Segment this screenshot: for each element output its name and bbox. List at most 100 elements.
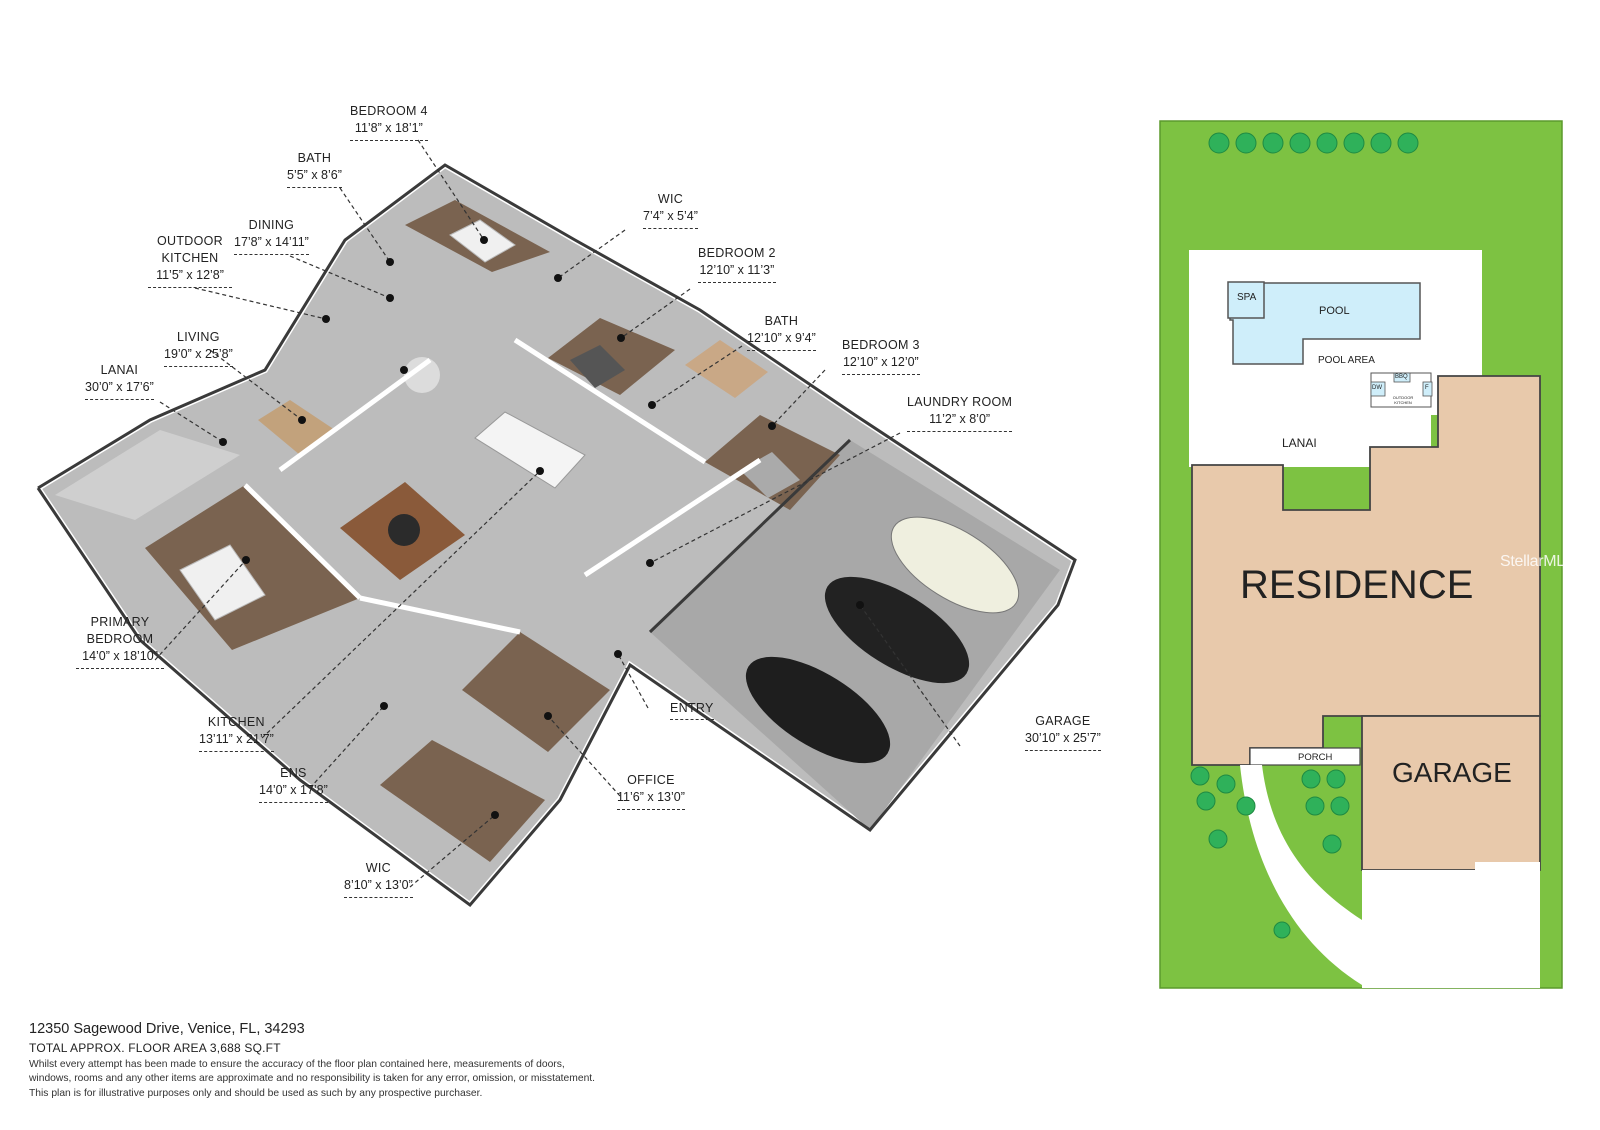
room-name: LAUNDRY ROOM bbox=[907, 395, 1013, 409]
room-name: KITCHEN bbox=[207, 715, 265, 729]
room-dims: 19’0” x 25’8” bbox=[164, 346, 233, 367]
primary-bedroom-floor bbox=[145, 485, 360, 650]
residence-label: RESIDENCE bbox=[1240, 563, 1474, 607]
label-bath-right: BATH 12’10” x 9’4” bbox=[747, 313, 816, 351]
room-dims: 14’0” x 17’8” bbox=[259, 782, 328, 803]
label-bedroom-4: BEDROOM 4 11’8” x 18’1” bbox=[350, 103, 428, 141]
label-outdoor-kitchen: OUTDOOR KITCHEN 11’5” x 12’8” bbox=[148, 233, 232, 288]
bbq-label: BBQ bbox=[1395, 374, 1408, 380]
outdoor-kitchen-label: OUTDOOR KITCHEN bbox=[1392, 395, 1414, 405]
label-bedroom-2: BEDROOM 2 12’10” x 11’3” bbox=[698, 245, 776, 283]
room-name: ENTRY bbox=[670, 700, 714, 720]
room-dims: 30’0” x 17’6” bbox=[85, 379, 154, 400]
label-garage: GARAGE 30’10” x 25’7” bbox=[1025, 713, 1101, 751]
car-white bbox=[890, 516, 1020, 614]
dw-label: DW bbox=[1372, 385, 1382, 391]
room-name: WIC bbox=[365, 861, 391, 875]
porch-label: PORCH bbox=[1298, 752, 1333, 763]
label-wic-upper: WIC 7’4” x 5’4” bbox=[643, 191, 698, 229]
pool-area-label: POOL AREA bbox=[1318, 355, 1375, 366]
office-floor bbox=[462, 632, 610, 752]
site-plan bbox=[1159, 120, 1563, 989]
garage-wall bbox=[648, 438, 852, 634]
interior-wall bbox=[359, 595, 521, 635]
spa-label: SPA bbox=[1237, 292, 1257, 303]
room-name: BATH bbox=[764, 314, 799, 328]
room-dims: 8’10” x 13’0” bbox=[344, 877, 413, 898]
label-living: LIVING 19’0” x 25’8” bbox=[164, 329, 233, 367]
interior-wall bbox=[243, 483, 362, 600]
label-lanai: LANAI 30’0” x 17’6” bbox=[85, 362, 154, 400]
room-dims: 14’0” x 18’10” bbox=[76, 648, 164, 669]
room-name: PRIMARY BEDROOM bbox=[86, 615, 154, 646]
room-name: BATH bbox=[297, 151, 332, 165]
property-address: 12350 Sagewood Drive, Venice, FL, 34293 bbox=[29, 1021, 305, 1037]
label-office: OFFICE 11’6” x 13’0” bbox=[617, 772, 685, 810]
driveway bbox=[1362, 862, 1540, 988]
fridge-label: F bbox=[1425, 385, 1429, 391]
fridge bbox=[1422, 381, 1433, 397]
floor-plan-3d bbox=[36, 139, 1077, 908]
primary-bed bbox=[179, 544, 266, 621]
room-name: OFFICE bbox=[627, 773, 675, 787]
front-trees bbox=[1190, 766, 1350, 939]
room-name: OUTDOOR KITCHEN bbox=[157, 234, 223, 265]
interior-wall bbox=[583, 457, 762, 578]
walkway bbox=[1240, 765, 1362, 985]
room-markers bbox=[219, 236, 864, 819]
kitchen-island bbox=[474, 411, 586, 489]
room-dims: 17’8” x 14’11” bbox=[234, 234, 309, 255]
room-name: BEDROOM 2 bbox=[698, 246, 776, 260]
lanai-floor bbox=[55, 430, 240, 520]
car-black-2 bbox=[745, 656, 891, 764]
room-dims: 12’10” x 11’3” bbox=[698, 262, 776, 283]
room-dims: 11’8” x 18’1” bbox=[350, 120, 428, 141]
bath-floor bbox=[685, 340, 768, 398]
bbq bbox=[1393, 372, 1411, 383]
room-name: BEDROOM 4 bbox=[350, 104, 428, 118]
label-laundry-room: LAUNDRY ROOM 11’2” x 8’0” bbox=[907, 394, 1013, 432]
label-ens: ENS 14’0” x 17’8” bbox=[259, 765, 328, 803]
tree-row bbox=[1208, 132, 1419, 154]
room-dims: 11’5” x 12’8” bbox=[148, 267, 232, 288]
bed-2 bbox=[570, 345, 625, 388]
garage-label: GARAGE bbox=[1392, 757, 1512, 788]
label-entry: ENTRY bbox=[670, 700, 714, 720]
pool-label: POOL bbox=[1319, 305, 1350, 317]
room-dims: 13’11” x 21’7” bbox=[199, 731, 274, 752]
label-primary-bedroom: PRIMARY BEDROOM 14’0” x 18’10” bbox=[76, 614, 164, 669]
room-dims: 12’10” x 9’4” bbox=[747, 330, 816, 351]
room-dims: 11’2” x 8’0” bbox=[907, 411, 1013, 432]
interior-wall bbox=[278, 357, 432, 473]
garage-footprint bbox=[1361, 715, 1541, 871]
porch bbox=[1249, 747, 1361, 766]
footer: 12350 Sagewood Drive, Venice, FL, 34293 … bbox=[29, 1021, 749, 1101]
room-dims: 5’5” x 8’6” bbox=[287, 167, 342, 188]
room-name: LIVING bbox=[177, 330, 220, 344]
leader-lines bbox=[154, 139, 961, 888]
coffee-table bbox=[388, 514, 420, 546]
room-dims: 11’6” x 13’0” bbox=[617, 789, 685, 810]
disclaimer-line: Whilst every attempt has been made to en… bbox=[29, 1059, 565, 1070]
watermark: StellarMLS bbox=[1500, 553, 1576, 570]
round-table bbox=[404, 357, 440, 393]
spa bbox=[1227, 281, 1265, 319]
label-kitchen: KITCHEN 13’11” x 21’7” bbox=[199, 714, 274, 752]
floor-area: TOTAL APPROX. FLOOR AREA 3,688 SQ.FT bbox=[29, 1041, 281, 1055]
room-dims: 12’10” x 12’0” bbox=[842, 354, 920, 375]
room-name: LANAI bbox=[100, 363, 139, 377]
lanai-label: LANAI bbox=[1282, 436, 1317, 450]
room-dims: 30’10” x 25’7” bbox=[1025, 730, 1101, 751]
label-wic-lower: WIC 8’10” x 13’0” bbox=[344, 860, 413, 898]
room-name: DINING bbox=[248, 218, 295, 232]
pool bbox=[1229, 282, 1421, 365]
room-name: WIC bbox=[657, 192, 684, 206]
wic-floor bbox=[380, 740, 545, 862]
disclaimer-line: windows, rooms and any other items are a… bbox=[29, 1073, 596, 1085]
exterior-walls bbox=[36, 163, 1077, 908]
room-name: ENS bbox=[280, 766, 307, 780]
label-bath-upper: BATH 5’5” x 8’6” bbox=[287, 150, 342, 188]
label-dining: DINING 17’8” x 14’11” bbox=[234, 217, 309, 255]
label-bedroom-3: BEDROOM 3 12’10” x 12’0” bbox=[842, 337, 920, 375]
room-dims: 7’4” x 5’4” bbox=[643, 208, 698, 229]
